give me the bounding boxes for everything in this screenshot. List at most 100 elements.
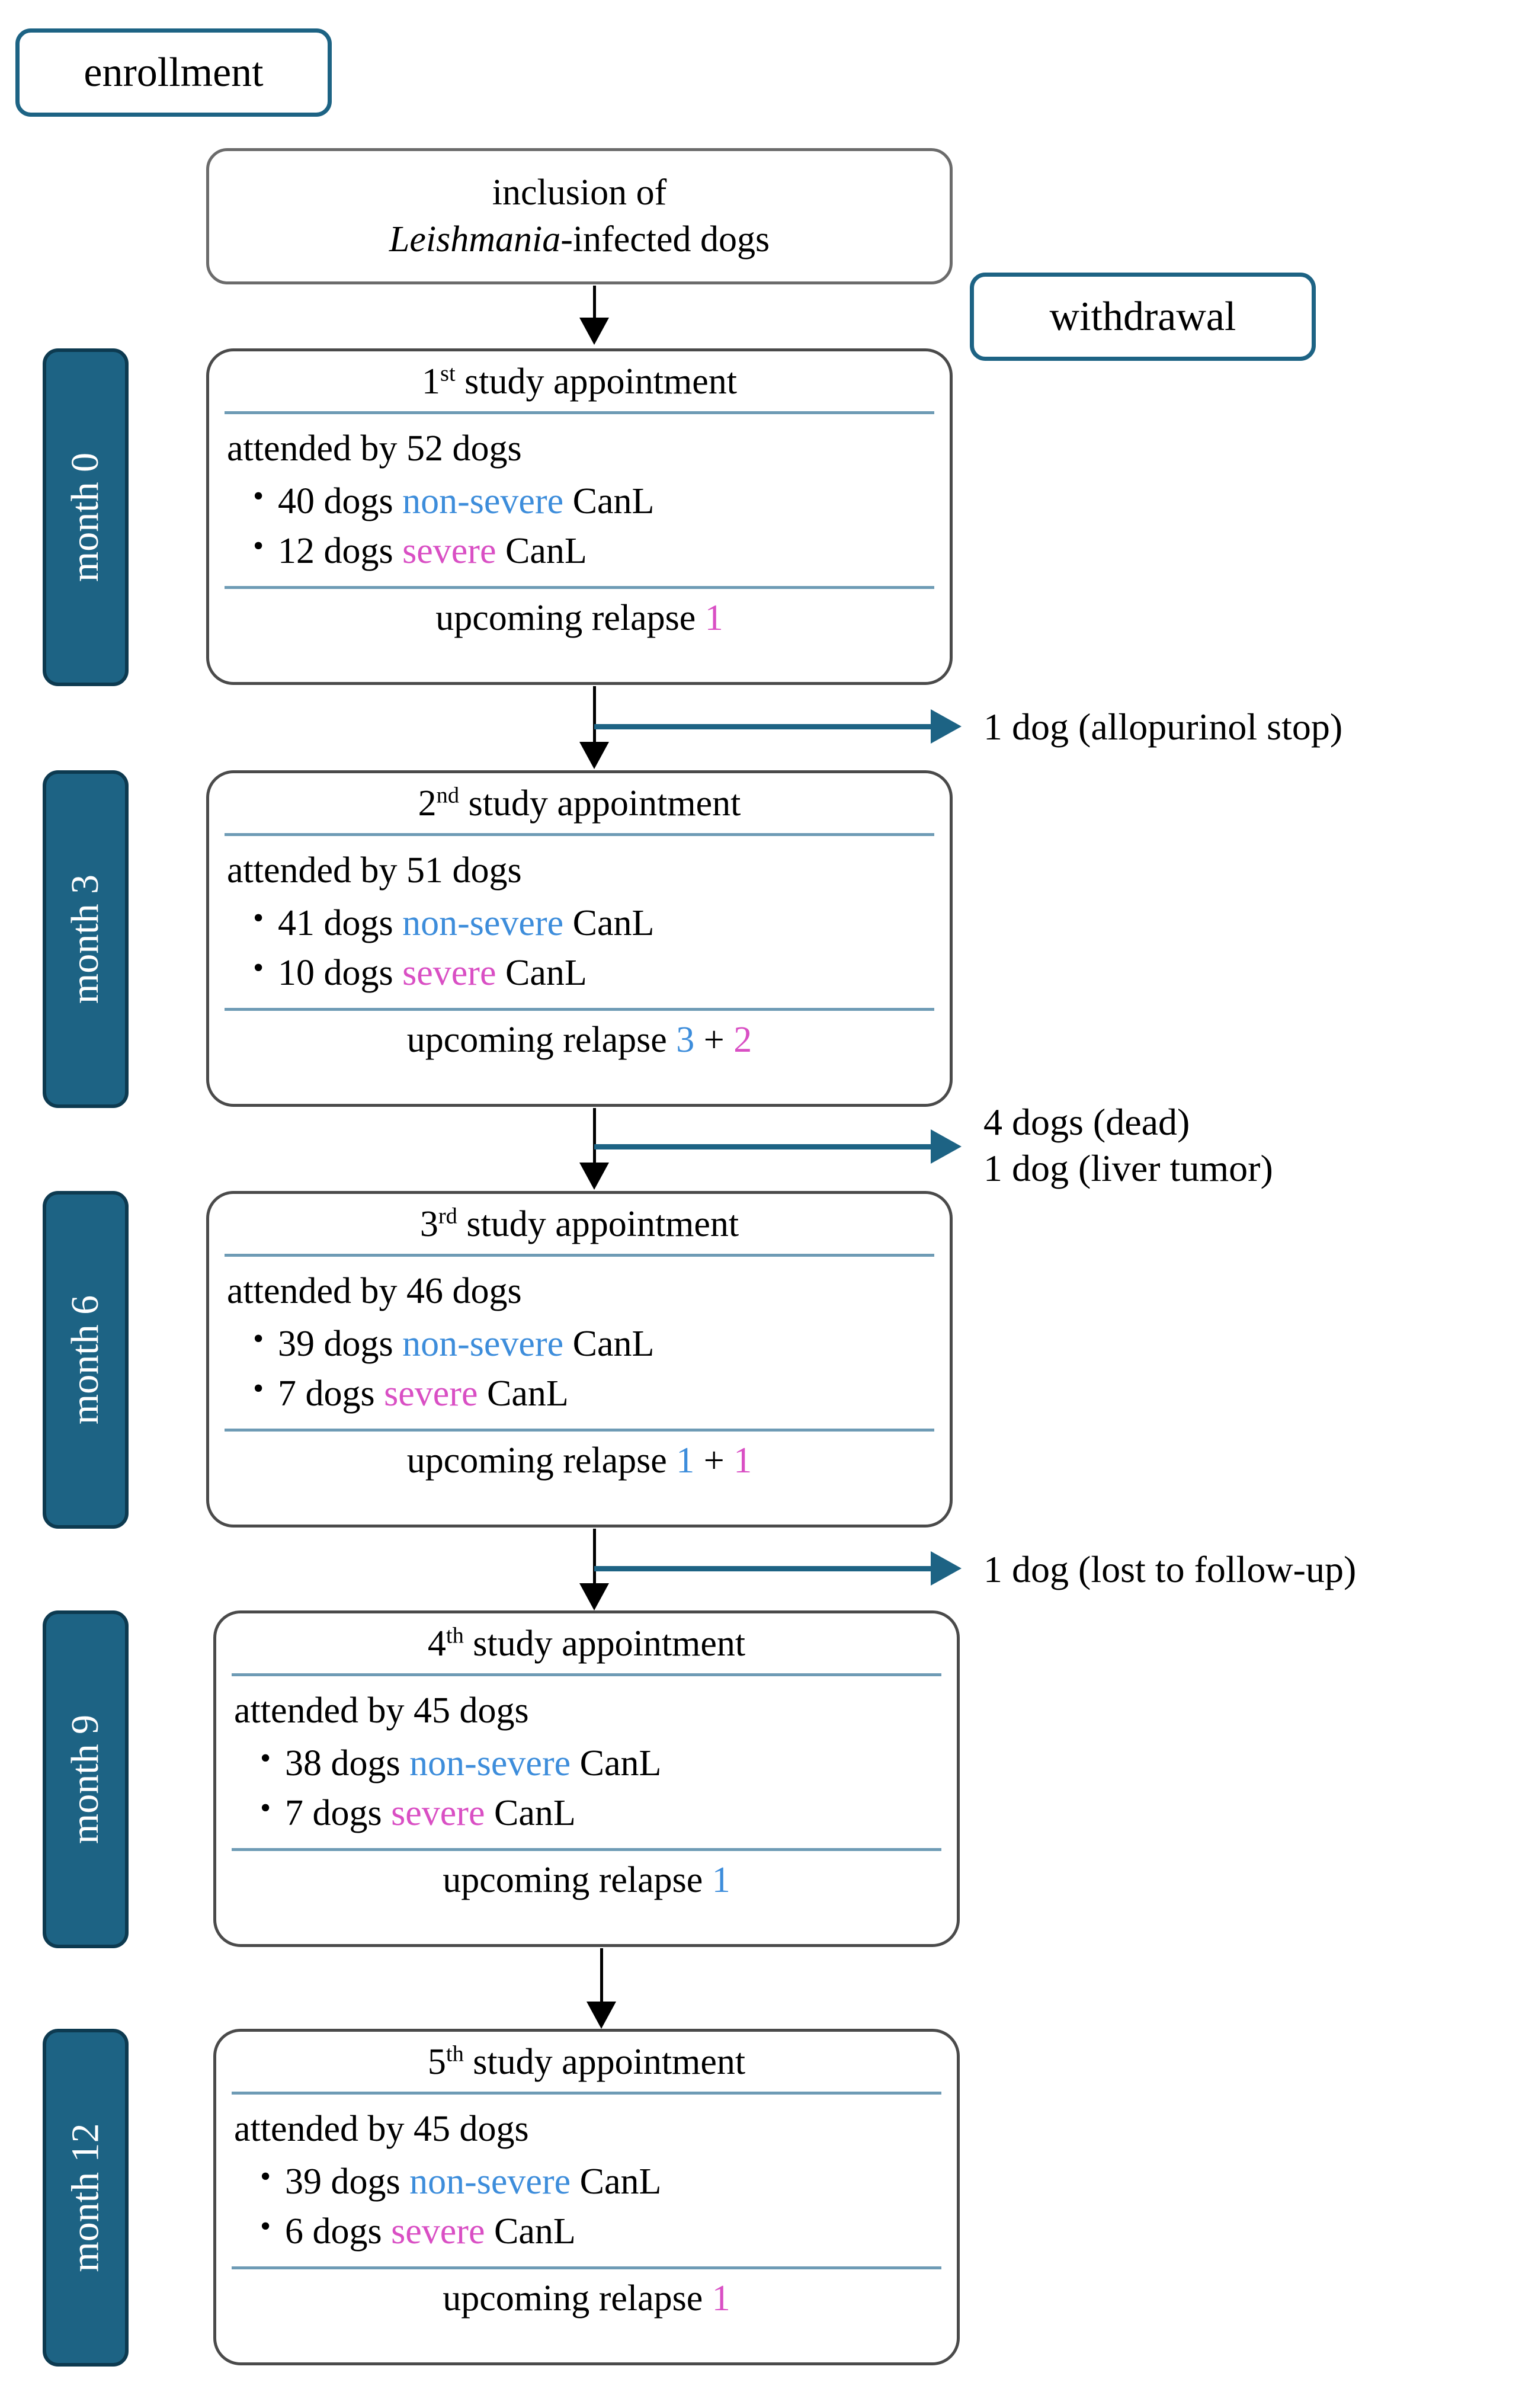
ns-count: 38 dogs — [285, 1743, 410, 1783]
divider-bottom — [232, 2266, 941, 2269]
appointment-4-relapse: upcoming relapse 1 — [216, 1851, 957, 1911]
month-tab-0-text: month 0 — [63, 452, 107, 582]
divider-bottom — [225, 585, 934, 589]
divider-bottom — [225, 1007, 934, 1011]
appointment-1-title: 1st study appointment — [209, 351, 950, 411]
sv-count: 12 dogs — [278, 531, 403, 572]
appointment-1-attended: attended by 52 dogs — [227, 428, 522, 469]
arrow-shaft — [593, 686, 596, 742]
appointment-2-non-severe-item: 41 dogs non-severe CanL — [227, 898, 950, 947]
appointment-5-ordinal: 5 — [427, 2042, 446, 2082]
month-tab-9: month 9 — [43, 1610, 129, 1948]
appointment-box-2: 2nd study appointment attended by 51 dog… — [206, 770, 953, 1107]
appointment-1-severe-item: 12 dogs severe CanL — [227, 526, 950, 575]
divider-top — [225, 833, 934, 836]
month-tab-12-text: month 12 — [63, 2123, 107, 2272]
arrow-shaft — [594, 1566, 932, 1571]
appointment-2-title-rest: study appointment — [459, 783, 741, 824]
flow-arrow-3-to-4 — [579, 1529, 609, 1610]
sv-label: severe — [384, 1373, 478, 1414]
sv-tail: CanL — [485, 1793, 576, 1834]
inclusion-line-1: inclusion of — [492, 172, 667, 213]
appointment-3-ordinal: 3 — [419, 1204, 438, 1244]
appointment-3-title: 3rd study appointment — [209, 1194, 950, 1254]
flow-arrow-1-to-2 — [579, 686, 609, 769]
divider-bottom — [232, 1847, 941, 1851]
ns-tail: CanL — [571, 2161, 662, 2202]
appointment-1-body: attended by 52 dogs 40 dogs non-severe C… — [209, 414, 950, 586]
month-tab-6-text: month 6 — [63, 1295, 107, 1425]
ns-tail: CanL — [563, 1323, 655, 1364]
arrow-shaft — [600, 1948, 603, 2002]
relapse-plus: + — [694, 1440, 734, 1481]
ns-label: non-severe — [409, 1743, 571, 1783]
withdrawal-label: withdrawal — [970, 273, 1316, 361]
sv-count: 7 dogs — [278, 1373, 384, 1414]
ns-count: 41 dogs — [278, 902, 403, 943]
appointment-1-title-rest: study appointment — [455, 361, 737, 402]
flow-arrow-4-to-5 — [587, 1948, 616, 2029]
appointment-4-title-rest: study appointment — [463, 1624, 746, 1664]
appointment-1-non-severe-item: 40 dogs non-severe CanL — [227, 476, 950, 526]
withdrawal-note-2-line1: 4 dogs (dead) — [983, 1101, 1190, 1143]
appointment-3-non-severe-item: 39 dogs non-severe CanL — [227, 1319, 950, 1368]
relapse-blue: 1 — [676, 1440, 695, 1481]
divider-top — [225, 1254, 934, 1257]
sv-label: severe — [402, 531, 496, 572]
appointment-3-severe-item: 7 dogs severe CanL — [227, 1369, 950, 1418]
ns-tail: CanL — [571, 1743, 662, 1783]
appointment-1-ordinal: 1 — [422, 361, 441, 402]
sv-label: severe — [391, 1793, 485, 1834]
appointment-3-title-rest: study appointment — [457, 1204, 739, 1244]
relapse-label: upcoming relapse — [406, 1019, 677, 1060]
appointment-box-1: 1st study appointment attended by 52 dog… — [206, 348, 953, 685]
divider-top — [232, 2092, 941, 2095]
divider-bottom — [225, 1428, 934, 1432]
appointment-2-ordinal: 2 — [418, 783, 437, 824]
appointment-3-body: attended by 46 dogs 39 dogs non-severe C… — [209, 1257, 950, 1429]
appointment-5-non-severe-item: 39 dogs non-severe CanL — [234, 2157, 957, 2206]
month-tab-6: month 6 — [43, 1191, 129, 1529]
appointment-2-attended: attended by 51 dogs — [227, 850, 522, 891]
arrow-head — [579, 1163, 609, 1190]
species-name: Leishmania — [389, 219, 561, 260]
appointment-5-ordinal-suffix: th — [446, 2041, 464, 2067]
appointment-2-title: 2nd study appointment — [209, 773, 950, 833]
sv-tail: CanL — [496, 953, 587, 994]
relapse-blue: 3 — [676, 1019, 695, 1060]
arrow-head — [931, 1551, 962, 1586]
arrow-shaft — [593, 1108, 596, 1163]
inclusion-line-2: Leishmania-infected dogs — [389, 216, 770, 263]
appointment-3-relapse: upcoming relapse 1 + 1 — [209, 1432, 950, 1491]
withdrawal-arrow-3 — [594, 1551, 962, 1586]
appointment-4-ordinal: 4 — [427, 1624, 446, 1664]
relapse-label: upcoming relapse — [406, 1440, 677, 1481]
appointment-5-title-rest: study appointment — [463, 2042, 746, 2082]
ns-label: non-severe — [409, 2161, 571, 2202]
inclusion-line-2-rest: -infected dogs — [560, 219, 770, 260]
appointment-5-relapse: upcoming relapse 1 — [216, 2269, 957, 2329]
ns-label: non-severe — [402, 1323, 564, 1364]
relapse-magenta: 1 — [704, 597, 723, 638]
appointment-4-title: 4th study appointment — [216, 1613, 957, 1673]
withdrawal-arrow-2 — [594, 1129, 962, 1164]
arrow-head — [579, 318, 609, 345]
relapse-magenta: 1 — [733, 1440, 752, 1481]
relapse-magenta: 2 — [733, 1019, 752, 1060]
ns-count: 40 dogs — [278, 481, 403, 521]
appointment-1-ordinal-suffix: st — [440, 361, 456, 386]
appointment-4-ordinal-suffix: th — [446, 1623, 464, 1648]
sv-label: severe — [391, 2211, 485, 2252]
arrow-head — [587, 2002, 616, 2029]
withdrawal-note-2: 4 dogs (dead) 1 dog (liver tumor) — [983, 1099, 1273, 1192]
ns-label: non-severe — [402, 481, 564, 521]
ns-tail: CanL — [563, 902, 655, 943]
sv-count: 7 dogs — [285, 1793, 392, 1834]
month-tab-12: month 12 — [43, 2029, 129, 2367]
appointment-5-severe-item: 6 dogs severe CanL — [234, 2207, 957, 2256]
arrow-head — [931, 709, 962, 744]
relapse-label: upcoming relapse — [435, 597, 705, 638]
appointment-2-relapse: upcoming relapse 3 + 2 — [209, 1011, 950, 1071]
relapse-magenta: 1 — [712, 2278, 730, 2319]
appointment-2-body: attended by 51 dogs 41 dogs non-severe C… — [209, 836, 950, 1008]
